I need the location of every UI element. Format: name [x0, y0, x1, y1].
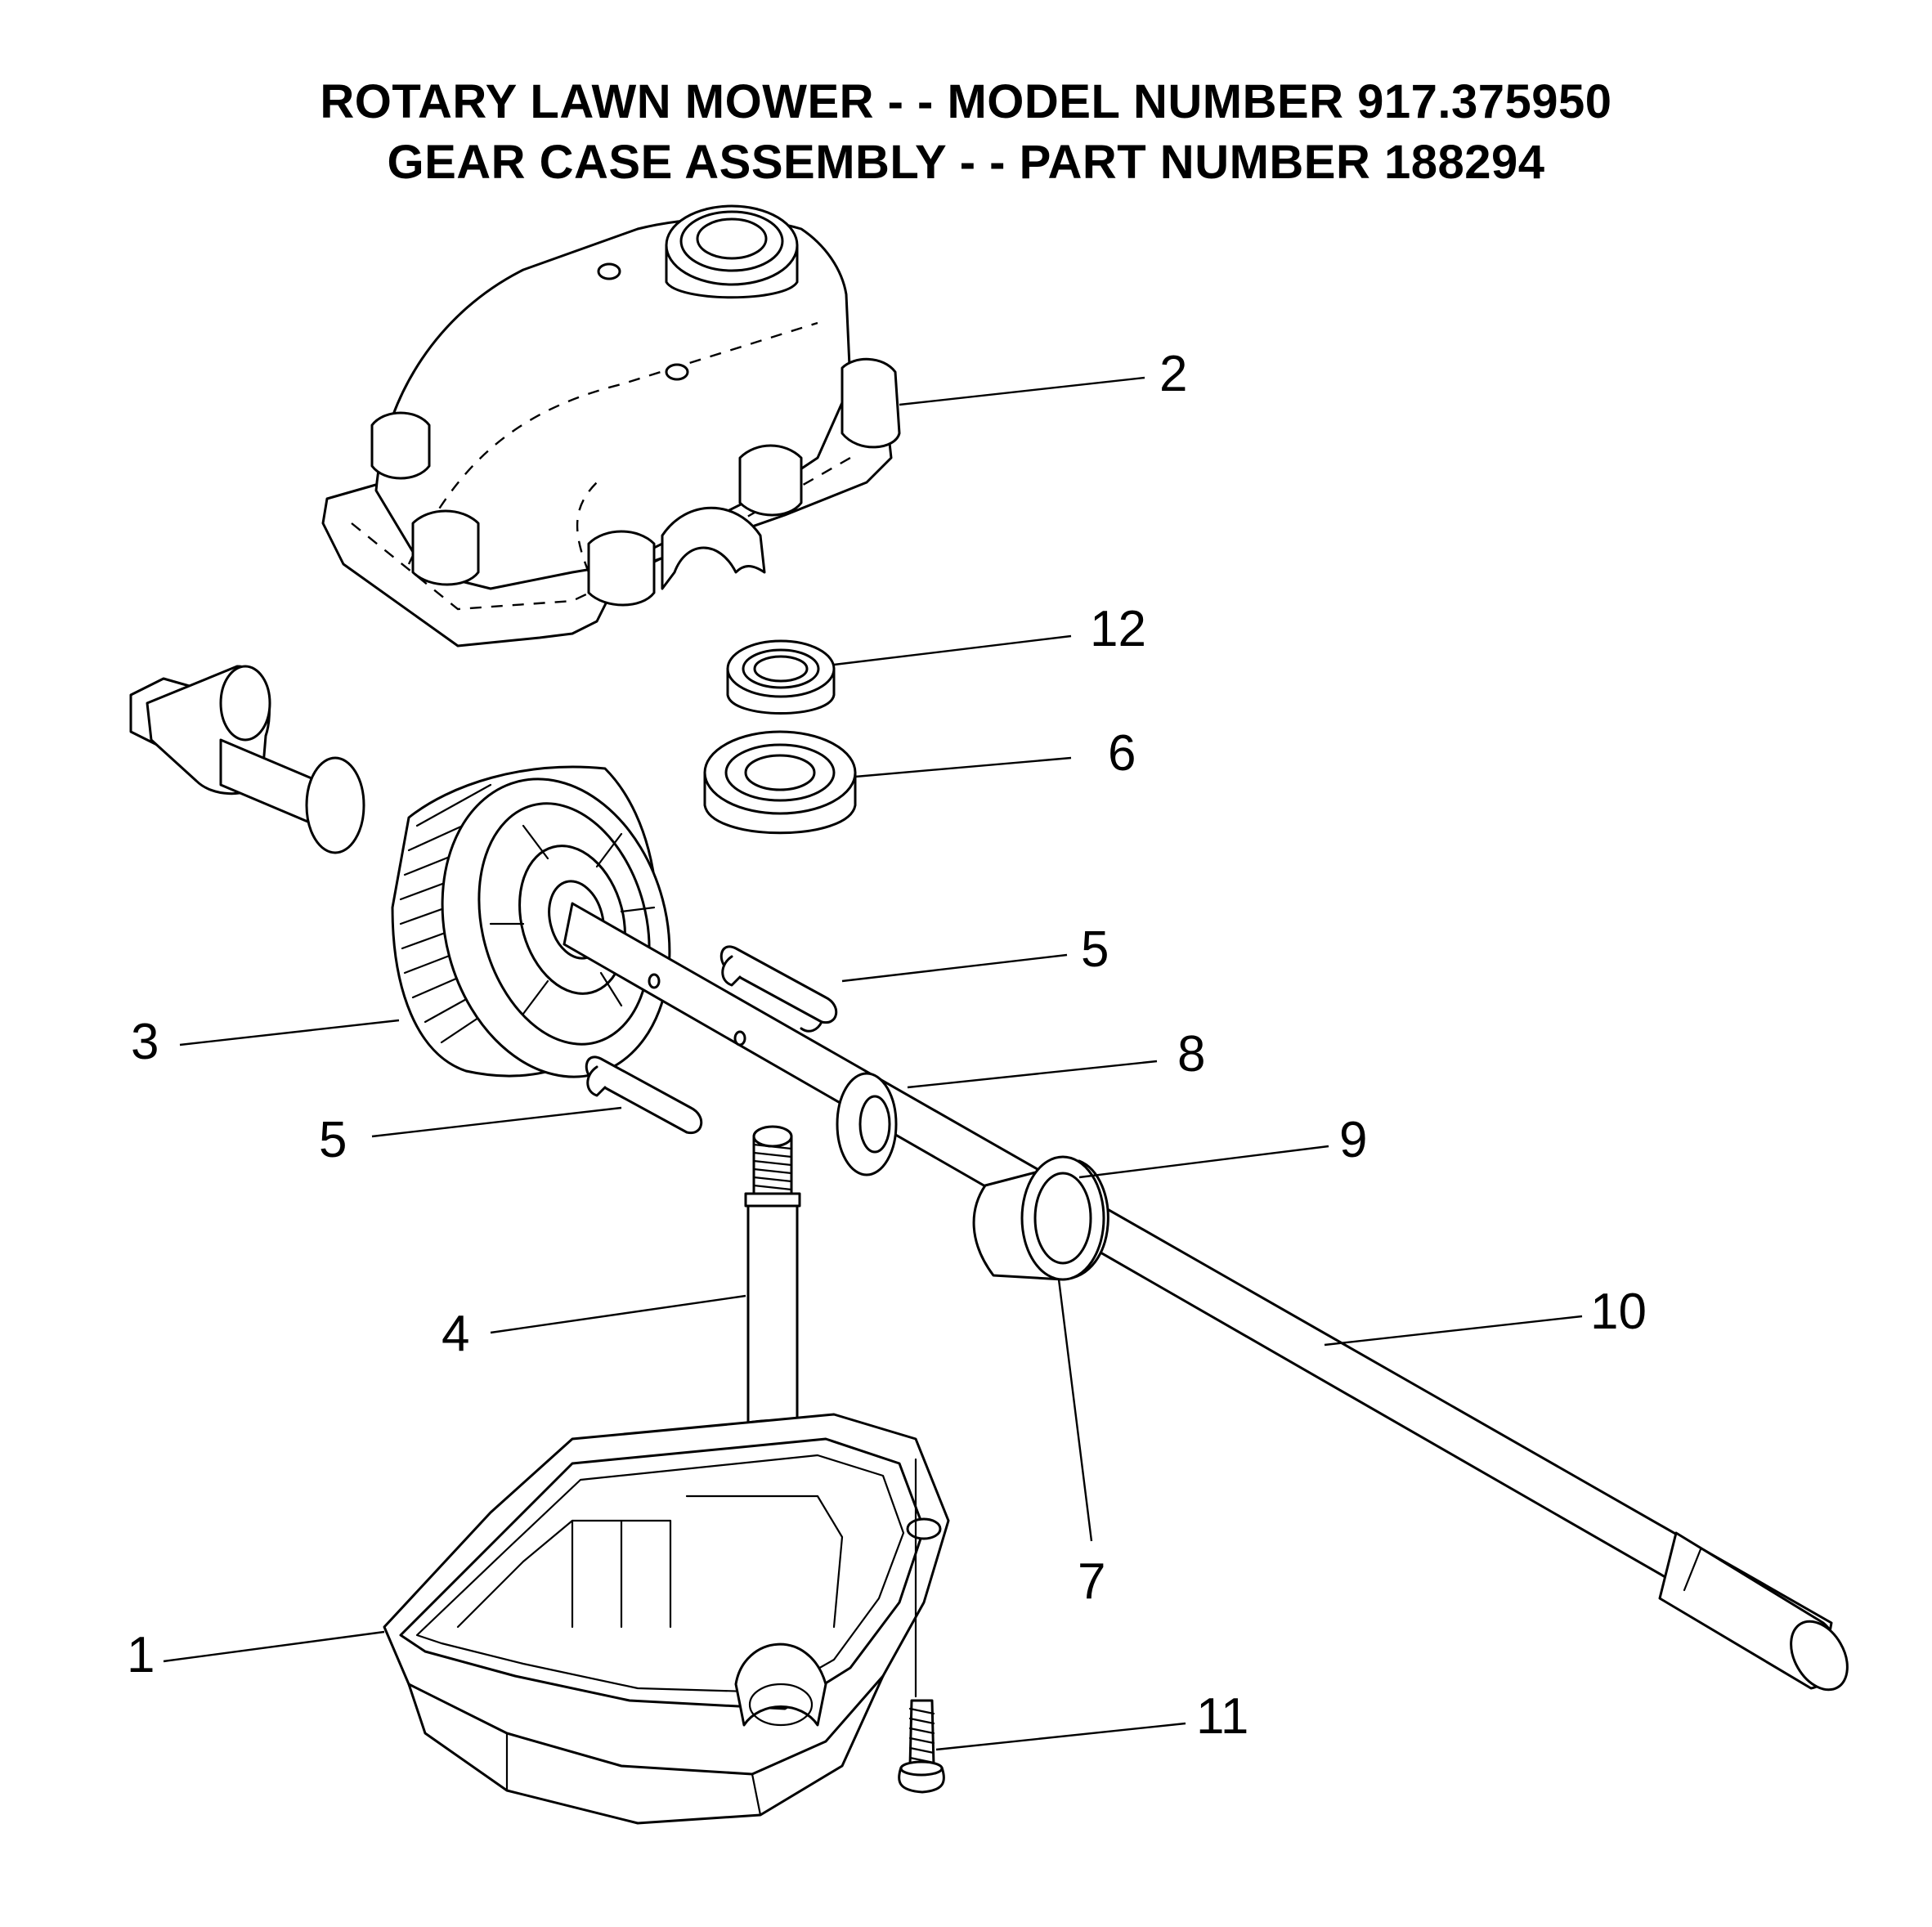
callout-9: 9 [1339, 1112, 1367, 1168]
title-line-model: ROTARY LAWN MOWER - - MODEL NUMBER 917.3… [320, 75, 1612, 128]
callout-5-upper: 5 [1081, 921, 1109, 978]
part-thrust-washer [836, 1072, 898, 1176]
title-line-part: GEAR CASE ASSEMBLY - - PART NUMBER 18829… [387, 136, 1545, 189]
leader-8 [907, 1060, 1158, 1089]
callout-7: 7 [1078, 1553, 1105, 1610]
callout-6: 6 [1108, 725, 1136, 782]
callout-10: 10 [1590, 1284, 1647, 1340]
leader-6 [854, 756, 1072, 778]
callout-numbers: 2 12 6 5 3 8 5 9 4 10 7 1 11 [127, 346, 1647, 1745]
leader-10 [1324, 1315, 1583, 1347]
part-bushing [972, 1155, 1109, 1281]
leader-7 [1057, 1279, 1093, 1542]
part-bearing-small [726, 639, 836, 715]
leader-11 [935, 1722, 1186, 1751]
leader-4 [490, 1294, 746, 1334]
leader-5-lower [371, 1106, 622, 1138]
part-gear-case-cover [321, 204, 901, 648]
title-block: ROTARY LAWN MOWER - - MODEL NUMBER 917.3… [0, 72, 1932, 193]
callout-5-lower: 5 [319, 1112, 347, 1168]
part-drive-pin-lower [585, 1055, 703, 1135]
leader-lines [163, 376, 1583, 1751]
leader-9 [1078, 1145, 1329, 1179]
leader-2 [899, 376, 1145, 406]
part-gear-case-housing [383, 1413, 950, 1825]
part-drive-pin-upper [719, 945, 838, 1033]
callout-3: 3 [131, 1014, 159, 1070]
part-screw [898, 1458, 945, 1794]
leader-12 [833, 634, 1072, 666]
leader-1 [163, 1630, 385, 1663]
callout-12: 12 [1090, 601, 1146, 657]
part-bearing-large [703, 730, 857, 835]
callout-8: 8 [1177, 1026, 1205, 1082]
callout-1: 1 [127, 1627, 155, 1683]
callout-2: 2 [1159, 346, 1187, 402]
callout-4: 4 [442, 1306, 469, 1362]
callout-11: 11 [1196, 1688, 1248, 1745]
leader-3 [179, 1019, 400, 1046]
part-bevel-gear [129, 665, 671, 1078]
leader-5-upper [841, 953, 1068, 983]
